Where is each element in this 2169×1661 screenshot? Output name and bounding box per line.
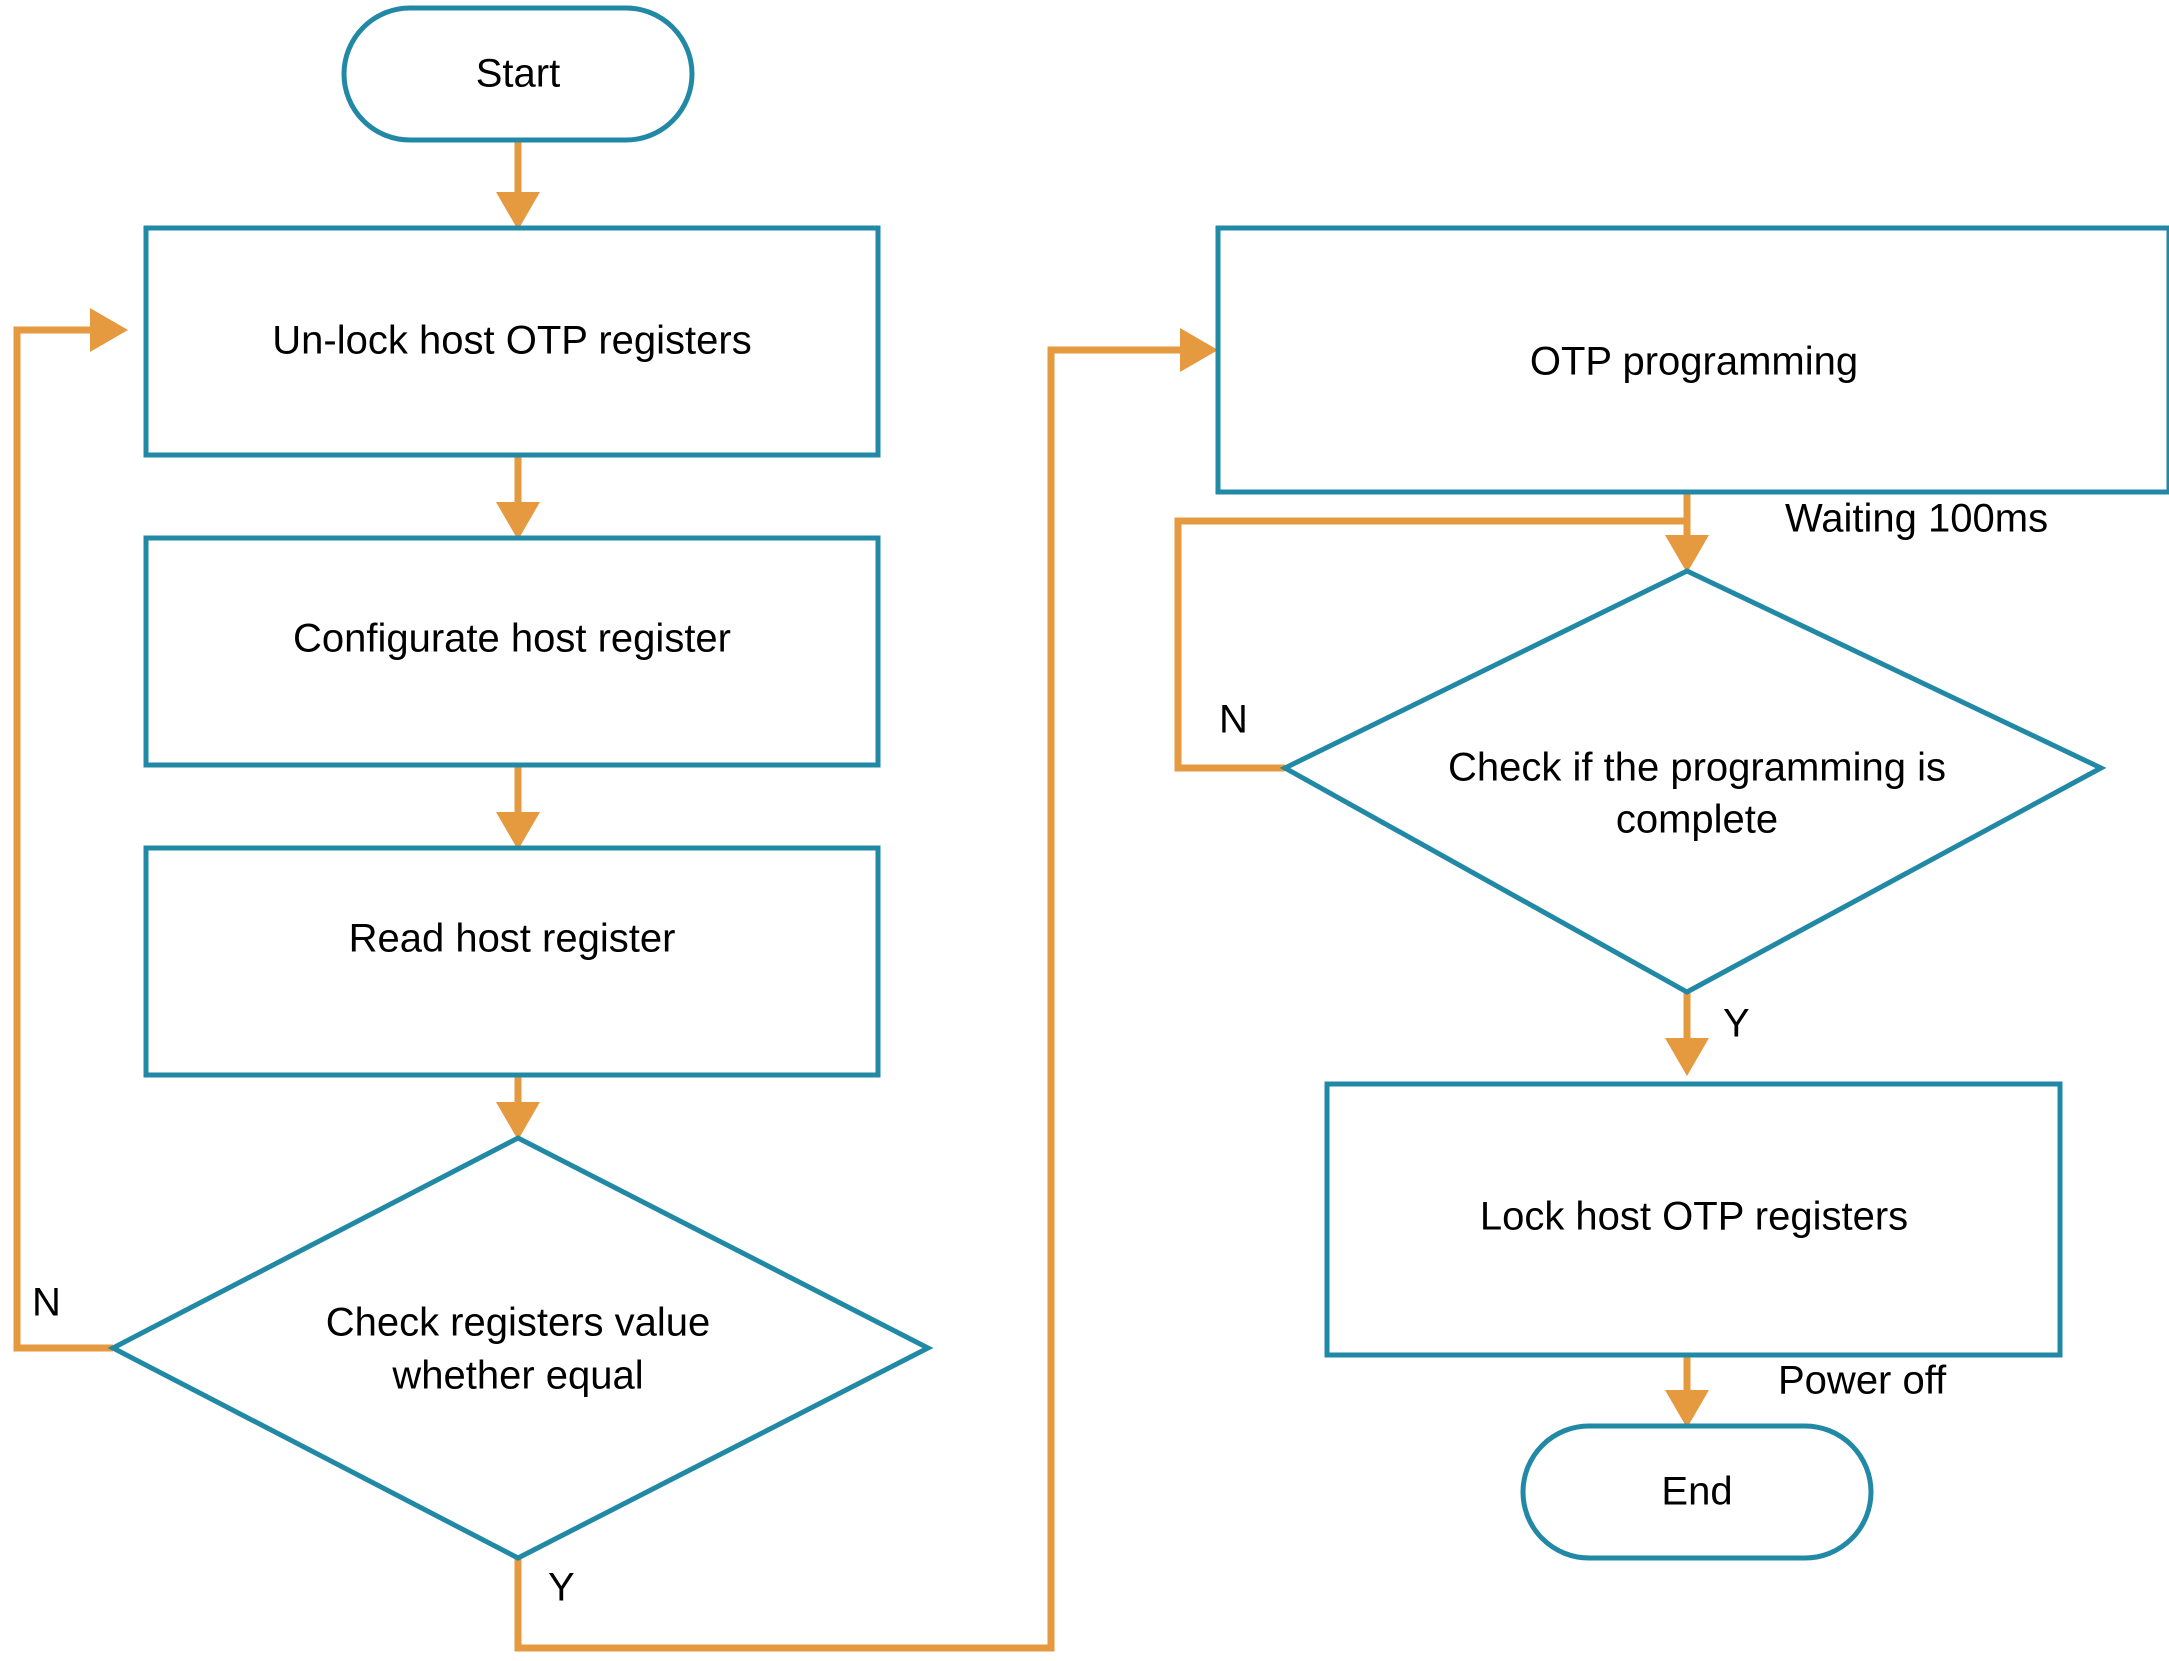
connector-check-complete-no-loop xyxy=(1174,517,1687,772)
node-check-equal-label-line2: whether equal xyxy=(391,1354,643,1398)
edge-label-check-equal-no: N xyxy=(32,1281,61,1325)
node-end[interactable]: End xyxy=(1520,1423,1874,1561)
connector-check-complete-yes-to-lock xyxy=(1665,992,1709,1076)
edge-label-check-equal-yes: Y xyxy=(548,1566,575,1610)
node-read-label: Read host register xyxy=(349,917,676,961)
edge-label-check-complete-yes: Y xyxy=(1723,1002,1750,1046)
node-read-host-register[interactable]: Read host register xyxy=(143,845,881,1078)
connector-read-to-check-equal xyxy=(496,1075,540,1140)
node-unlock-label: Un-lock host OTP registers xyxy=(272,319,751,363)
connector-otp-to-check-complete xyxy=(1665,492,1709,573)
node-configure-host-register[interactable]: Configurate host register xyxy=(143,535,881,768)
node-start-label: Start xyxy=(476,52,560,96)
node-unlock-host-otp-registers[interactable]: Un-lock host OTP registers xyxy=(143,225,881,458)
node-check-programming-complete[interactable]: Check if the programming is complete xyxy=(1279,568,2107,995)
connector-unlock-to-configure xyxy=(496,455,540,540)
node-check-equal-label-line1: Check registers value xyxy=(326,1301,711,1345)
connector-configure-to-read xyxy=(496,765,540,850)
edge-label-power-off: Power off xyxy=(1778,1359,1947,1403)
connector-start-to-unlock xyxy=(496,140,540,230)
node-check-registers-value[interactable]: Check registers value whether equal xyxy=(107,1135,934,1561)
node-otp-programming[interactable]: OTP programming xyxy=(1215,225,2169,495)
connector-check-equal-yes-to-otp xyxy=(514,328,1218,1652)
node-lock-label: Lock host OTP registers xyxy=(1480,1195,1908,1239)
node-check-complete-label-line1: Check if the programming is xyxy=(1448,746,1946,790)
connector-lock-to-end xyxy=(1665,1355,1709,1428)
node-configure-label: Configurate host register xyxy=(293,617,731,661)
node-otp-label: OTP programming xyxy=(1530,340,1858,384)
edge-label-waiting-100ms: Waiting 100ms xyxy=(1785,497,2048,541)
node-end-label: End xyxy=(1661,1470,1732,1514)
node-check-complete-label-line2: complete xyxy=(1616,798,1778,842)
connector-check-equal-no-loop xyxy=(13,308,128,1352)
node-lock-host-otp-registers[interactable]: Lock host OTP registers xyxy=(1324,1081,2063,1358)
edge-label-check-complete-no: N xyxy=(1219,698,1248,742)
node-start[interactable]: Start xyxy=(341,5,695,143)
